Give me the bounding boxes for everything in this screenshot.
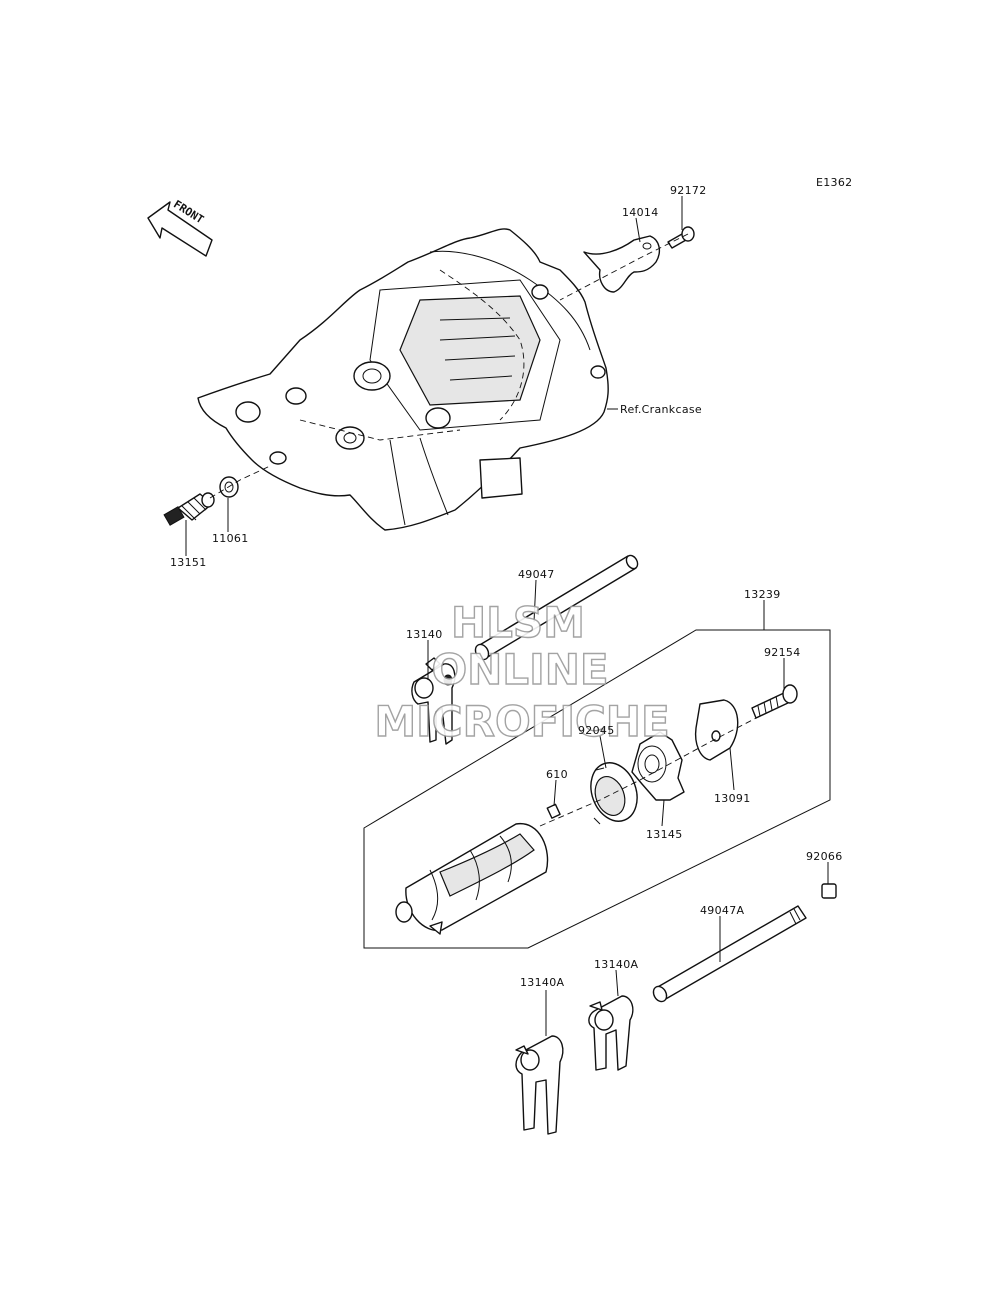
part-92045-bearing <box>590 762 638 825</box>
part-49047A-shaft <box>652 905 807 1003</box>
part-92172-bolt <box>667 226 695 249</box>
part-label-49047A: 49047A <box>700 904 744 917</box>
part-610-pin <box>546 803 561 819</box>
part-13145-star <box>631 731 685 801</box>
diagram-code: E1362 <box>816 176 852 189</box>
part-label-92154: 92154 <box>764 646 801 659</box>
part-label-14014: 14014 <box>622 206 659 219</box>
part-13151-switch <box>163 492 215 526</box>
part-label-13239: 13239 <box>744 588 781 601</box>
assembly-13239-outline <box>363 629 831 949</box>
crankcase-illustration <box>197 228 609 531</box>
part-label-13140A-right: 13140A <box>594 958 638 971</box>
watermark-line2: ONLINE <box>431 645 608 694</box>
part-label-13091: 13091 <box>714 792 751 805</box>
part-92066-cap <box>821 883 837 899</box>
part-label-92045: 92045 <box>578 724 615 737</box>
part-14014-bracket <box>583 235 661 293</box>
part-label-13145: 13145 <box>646 828 683 841</box>
alignment-line-switch <box>209 465 271 499</box>
part-label-13151: 13151 <box>170 556 207 569</box>
part-label-610: 610 <box>546 768 568 781</box>
reference-label: Ref.Crankcase <box>620 403 702 416</box>
part-label-13140: 13140 <box>406 628 443 641</box>
watermark-line3: MICROFICHE <box>374 697 669 746</box>
part-13140A-fork-left <box>515 1035 564 1135</box>
part-49047-shaft <box>474 554 639 661</box>
part-14014-hole <box>642 242 652 250</box>
part-13140-fork <box>411 657 456 745</box>
part-label-92172: 92172 <box>670 184 707 197</box>
watermark: HLSM ONLINE MICROFICHE <box>374 597 671 746</box>
watermark-line1: HLSM <box>451 598 585 647</box>
alignment-line-drum <box>539 715 761 827</box>
leader-lines <box>185 196 829 1036</box>
alignment-line-bracket <box>559 233 689 301</box>
part-13091-plate <box>694 699 739 761</box>
shift-drum <box>395 823 549 935</box>
part-13140A-fork-right <box>588 995 634 1071</box>
part-label-49047: 49047 <box>518 568 555 581</box>
front-arrow-icon: FRONT <box>147 198 213 257</box>
part-label-92066: 92066 <box>806 850 843 863</box>
part-label-11061: 11061 <box>212 532 249 545</box>
part-label-13140A-left: 13140A <box>520 976 564 989</box>
part-92154-bolt <box>751 684 798 719</box>
